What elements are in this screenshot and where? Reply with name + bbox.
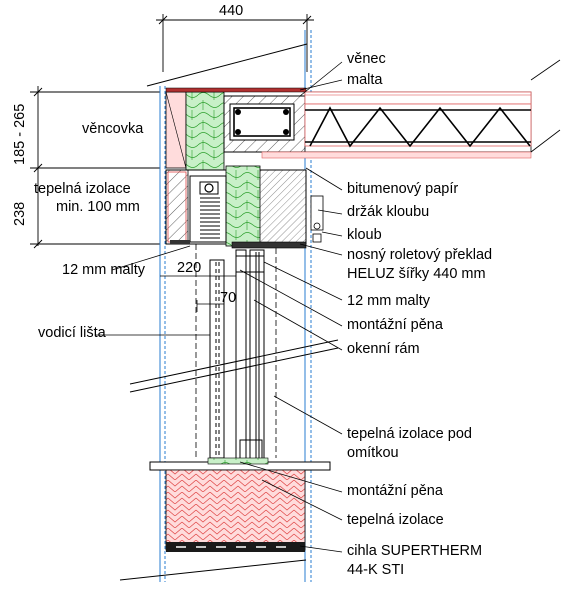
brick-wall: [165, 469, 306, 551]
dimension-depth-220: 220: [177, 260, 202, 276]
label-preklad-2: HELUZ šířky 440 mm: [347, 266, 486, 282]
label-izolace-pod-omitkou-2: omítkou: [347, 445, 399, 461]
label-preklad-1: nosný roletový překlad: [347, 247, 493, 263]
roller-lintel: [165, 165, 324, 249]
label-malty-right: 12 mm malty: [347, 293, 430, 309]
label-kloub: kloub: [347, 227, 382, 243]
break-line: [129, 339, 339, 385]
label-cihla-1: cihla SUPERTHERM: [347, 543, 483, 559]
upper-insulation: [185, 91, 225, 171]
label-okenni-ram: okenní rám: [347, 341, 420, 357]
label-izolace-pod-omitkou-1: tepelná izolace pod: [347, 426, 472, 442]
dimension-height-upper: 185 - 265: [12, 103, 28, 165]
dimension-height-lower: 238: [12, 201, 28, 226]
leader-lines: [96, 61, 343, 553]
label-vencovka: věncovka: [82, 121, 144, 137]
dimension-depth-70: 70: [220, 290, 237, 306]
window-sill: [149, 457, 331, 471]
label-vodici-lista: vodicí lišta: [38, 325, 106, 341]
label-venec: věnec: [347, 51, 386, 67]
dimension-top: [156, 14, 314, 72]
label-tepelna-izolace-1: tepelná izolace: [34, 181, 131, 197]
window-frame: [209, 249, 265, 463]
label-montazni-pena-1: montážní pěna: [347, 317, 443, 333]
label-drzak-kloubu: držák kloubu: [347, 204, 430, 220]
dimension-inner: [160, 275, 236, 312]
label-tepelna-izolace-2: min. 100 mm: [56, 199, 140, 215]
dimension-width-top: 440: [219, 3, 244, 19]
label-malty-left: 12 mm malty: [62, 262, 145, 278]
label-malta: malta: [347, 72, 383, 88]
label-montazni-pena-2: montážní pěna: [347, 483, 443, 499]
label-cihla-2: 44-K STI: [347, 562, 405, 578]
ceiling-slab: [261, 59, 561, 159]
dimension-left: [30, 86, 160, 249]
malta-layer: [165, 87, 307, 93]
label-tepelna-izolace: tepelná izolace: [347, 512, 444, 528]
label-bitumenovy-papir: bitumenový papír: [347, 181, 459, 197]
